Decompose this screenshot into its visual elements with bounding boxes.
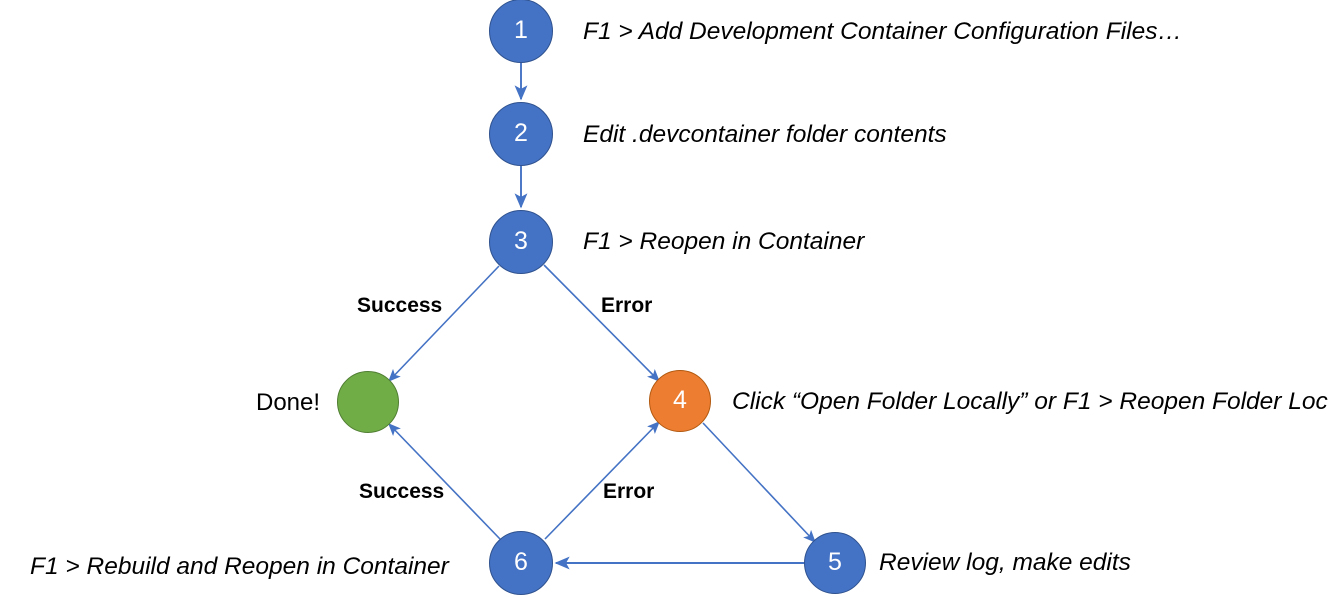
edge-4-to-5 [702,422,816,543]
node-5-label: 5 [828,547,842,576]
caption-node-1: F1 > Add Development Container Configura… [583,18,1182,45]
caption-node-5: Review log, make edits [879,549,1131,576]
caption-node-done: Done! [256,389,321,416]
node-6[interactable]: 6 [489,531,553,595]
caption-node-3: F1 > Reopen in Container [583,228,865,255]
node-2-label: 2 [514,118,528,147]
edge-3-to-4 [543,264,660,382]
node-done[interactable] [337,371,399,433]
node-1[interactable]: 1 [489,0,553,63]
edge-label-success-bottom: Success [359,480,445,503]
node-5[interactable]: 5 [804,532,866,594]
node-4[interactable]: 4 [649,370,711,432]
caption-node-2: Edit .devcontainer folder contents [583,121,947,148]
caption-node-4: Click “Open Folder Locally” or F1 > Reop… [732,388,1328,415]
edge-label-error-top: Error [601,294,653,317]
node-3-label: 3 [514,226,528,255]
node-4-label: 4 [673,385,687,414]
node-3[interactable]: 3 [489,210,553,274]
edge-label-success-top: Success [357,294,443,317]
node-1-label: 1 [514,15,528,44]
node-2[interactable]: 2 [489,102,553,166]
node-6-label: 6 [514,547,528,576]
caption-node-6: F1 > Rebuild and Reopen in Container [30,553,449,580]
edge-3-to-done [388,265,500,382]
edge-label-error-bottom: Error [603,480,655,503]
